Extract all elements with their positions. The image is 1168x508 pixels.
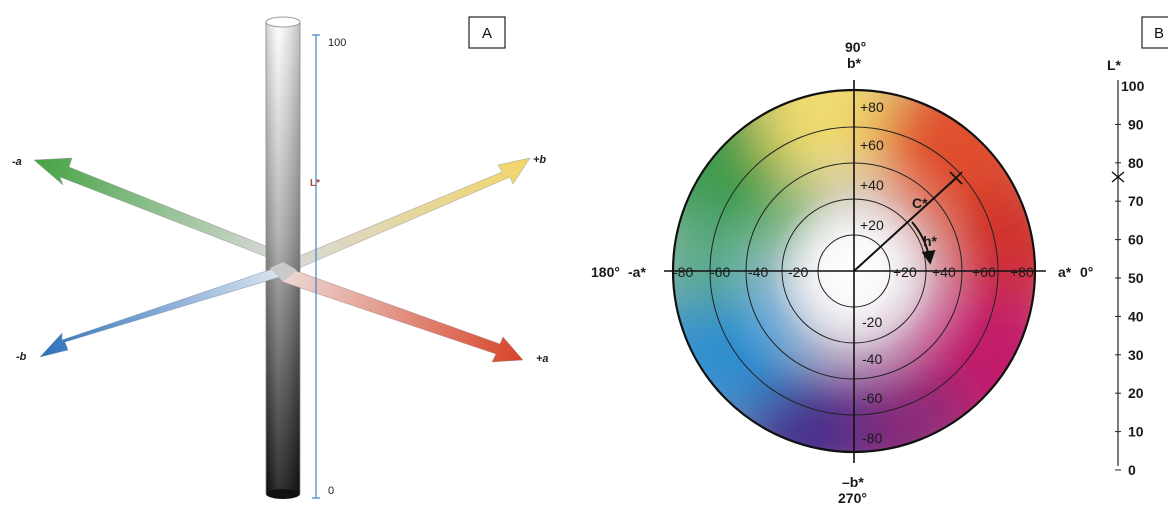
lightness-scale-label: L*	[1107, 57, 1122, 73]
tick-b-neg-40: -40	[862, 351, 882, 367]
label-pos-b: +b	[533, 154, 546, 166]
arm-neg-b	[39, 265, 284, 358]
tick-a-neg-80: -80	[673, 264, 693, 280]
axis-right-label: a*	[1058, 264, 1072, 280]
panel-a-scale-bottom: 0	[328, 485, 334, 497]
lightness-scale-tick-label: 70	[1128, 193, 1144, 209]
tick-a-pos-60: +60	[972, 264, 996, 280]
axis-bottom-label: –b*	[842, 474, 864, 490]
panel-a-scale-top: 100	[328, 37, 346, 49]
tick-b-pos-40: +40	[860, 177, 884, 193]
tick-a-pos-80: +80	[1010, 264, 1034, 280]
angle-top: 90°	[845, 39, 866, 55]
axis-left-label: -a*	[628, 264, 646, 280]
lightness-cylinder	[265, 16, 301, 499]
chroma-label: C*	[912, 195, 928, 211]
a-ticks-negative: -80 -60 -40 -20	[673, 264, 808, 280]
lightness-scale-tick-label: 40	[1128, 308, 1144, 324]
panel-a: 100 0 L* -a +b -b +a A	[12, 16, 549, 499]
arm-pos-a	[282, 267, 524, 363]
angle-bottom: 270°	[838, 490, 867, 506]
lightness-scale-tick-label: 100	[1121, 78, 1145, 94]
angle-left: 180°	[591, 264, 620, 280]
arm-neg-a	[33, 157, 284, 263]
lightness-scale-tick-label: 50	[1128, 270, 1144, 286]
lightness-scale-tick-label: 10	[1128, 424, 1144, 440]
lightness-scale-tick-label: 0	[1128, 462, 1136, 478]
axis-top-label: b*	[847, 55, 862, 71]
tick-a-neg-40: -40	[748, 264, 768, 280]
label-pos-a: +a	[536, 353, 549, 365]
hue-angle-arc	[911, 221, 936, 265]
lightness-scale-tick-label: 90	[1128, 116, 1144, 132]
label-neg-b: -b	[16, 351, 27, 363]
tick-b-neg-80: -80	[862, 430, 882, 446]
lightness-scale-tick-label: 60	[1128, 232, 1144, 248]
tick-a-pos-20: +20	[893, 264, 917, 280]
tick-b-pos-60: +60	[860, 137, 884, 153]
chroma-end-marker	[949, 171, 963, 185]
panel-b-label: B	[1154, 25, 1164, 42]
tick-b-neg-60: -60	[862, 390, 882, 406]
b-ticks-negative: -20 -40 -60 -80	[862, 314, 882, 446]
tick-b-pos-20: +20	[860, 217, 884, 233]
tick-b-pos-80: +80	[860, 99, 884, 115]
lightness-scale-tick-label: 80	[1128, 155, 1144, 171]
arm-junction	[270, 262, 297, 282]
tick-a-pos-40: +40	[932, 264, 956, 280]
arm-pos-b	[284, 157, 531, 273]
tick-a-neg-60: -60	[710, 264, 730, 280]
angle-right: 0°	[1080, 264, 1093, 280]
lightness-scale-tick-label: 20	[1128, 385, 1144, 401]
panel-b: +80 +60 +40 +20 -20 -40 -60 -80 -80 -60 …	[591, 16, 1168, 506]
label-neg-a: -a	[12, 156, 22, 168]
lightness-scale-tick-label: 30	[1128, 347, 1144, 363]
a-ticks-positive: +20 +40 +60 +80	[893, 264, 1034, 280]
tick-a-neg-20: -20	[788, 264, 808, 280]
tick-b-neg-20: -20	[862, 314, 882, 330]
panel-a-label-box	[468, 16, 506, 49]
panel-a-lightness-label: L*	[310, 178, 320, 189]
panel-b-label-box	[1141, 16, 1168, 49]
lightness-marker	[1111, 171, 1125, 183]
chroma-vector	[853, 177, 957, 272]
panel-a-label: A	[482, 25, 492, 42]
b-ticks-positive: +80 +60 +40 +20	[860, 99, 884, 233]
hue-label: h*	[923, 233, 938, 249]
